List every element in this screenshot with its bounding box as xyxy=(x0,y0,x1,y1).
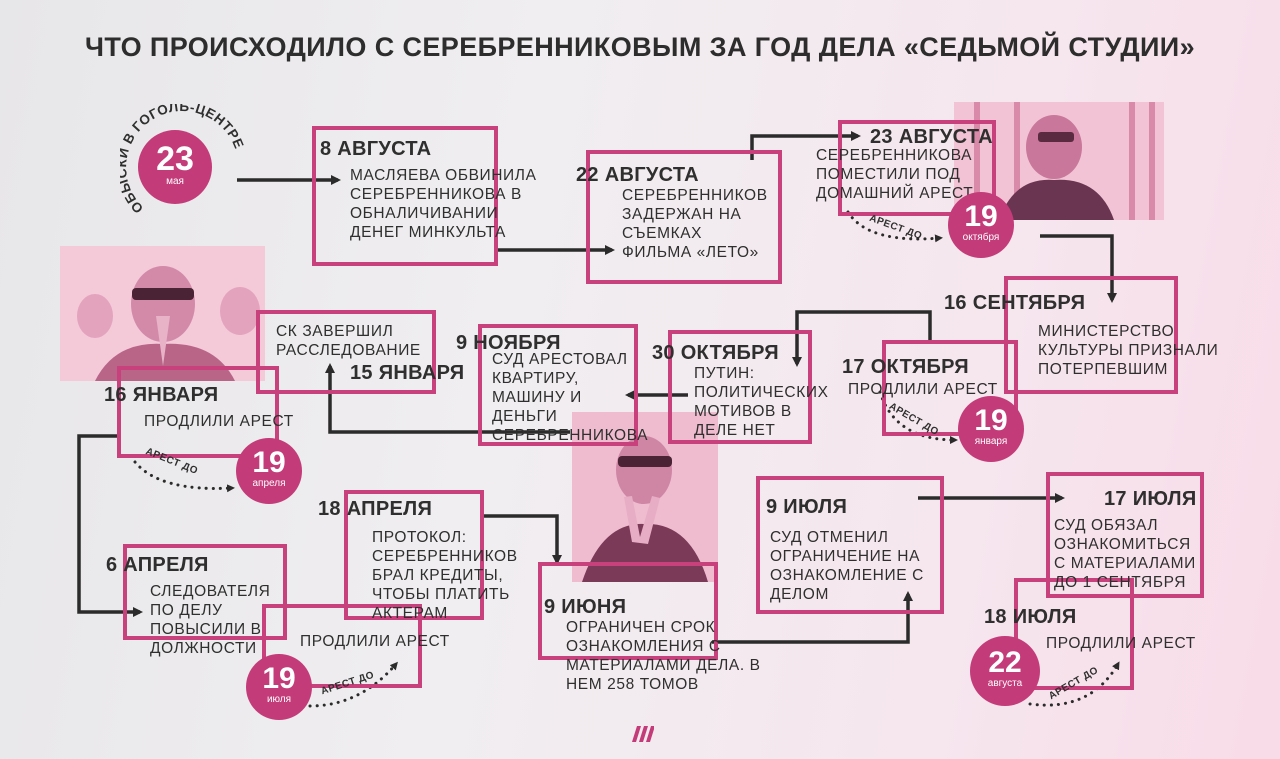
until-circle-jan16: 19 апреля xyxy=(236,438,302,504)
date-sep16: 16 СЕНТЯБРЯ xyxy=(944,292,1086,314)
box-aug22 xyxy=(586,150,782,284)
until-circle-oct17: 19 января xyxy=(958,396,1024,462)
box-jul17 xyxy=(1046,472,1204,598)
tvrain-logo-icon xyxy=(632,726,654,742)
text-apr6b: ПРОДЛИЛИ АРЕСТ xyxy=(300,633,450,650)
text-jan15: СК ЗАВЕРШИЛ РАССЛЕДОВАНИЕ xyxy=(276,323,421,359)
date-oct30: 30 ОКТЯБРЯ xyxy=(652,342,779,364)
date-jul9: 9 ИЮЛЯ xyxy=(766,496,848,518)
date-apr18: 18 АПРЕЛЯ xyxy=(318,498,433,520)
infographic-title: ЧТО ПРОИСХОДИЛО С СЕРЕБРЕННИКОВЫМ ЗА ГОД… xyxy=(85,32,1195,62)
text-sep16: МИНИСТЕРСТВО КУЛЬТУРЫ ПРИЗНАЛИ ПОТЕРПЕВШ… xyxy=(1038,323,1219,378)
text-jan16: ПРОДЛИЛИ АРЕСТ xyxy=(144,413,294,430)
text-apr18: ПРОТОКОЛ: СЕРЕБРЕННИКОВ БРАЛ КРЕДИТЫ, ЧТ… xyxy=(372,529,518,622)
date-jul17: 17 ИЮЛЯ xyxy=(1104,488,1197,510)
text-aug22: СЕРЕБРЕННИКОВ ЗАДЕРЖАН НА СЪЕМКАХ ФИЛЬМА… xyxy=(622,187,768,261)
text-apr6: СЛЕДОВАТЕЛЯ ПО ДЕЛУ ПОВЫСИЛИ В ДОЛЖНОСТИ xyxy=(150,583,271,657)
text-aug8: МАСЛЯЕВА ОБВИНИЛА СЕРЕБРЕННИКОВА В ОБНАЛ… xyxy=(350,167,537,241)
date-aug22: 22 АВГУСТА xyxy=(576,164,699,186)
date-oct17: 17 ОКТЯБРЯ xyxy=(842,356,969,378)
box-jan16 xyxy=(117,366,279,458)
text-aug23: СЕРЕБРЕННИКОВА ПОМЕСТИЛИ ПОД ДОМАШНИЙ АР… xyxy=(816,147,974,202)
arrest-until-aug23: АРЕСТ ДО xyxy=(867,212,924,243)
date-aug8: 8 АВГУСТА xyxy=(320,138,432,160)
box-aug8 xyxy=(312,126,498,266)
until-circle-apr6b: 19 июля xyxy=(246,654,312,720)
date-jan15: 15 ЯНВАРЯ xyxy=(350,362,465,384)
start-date-circle: 23 мая xyxy=(138,130,212,204)
date-aug23: 23 АВГУСТА xyxy=(870,126,993,148)
photo-praying xyxy=(60,246,265,381)
text-jul18: ПРОДЛИЛИ АРЕСТ xyxy=(1046,635,1196,652)
date-nov9: 9 НОЯБРЯ xyxy=(456,332,561,354)
date-jul18: 18 ИЮЛЯ xyxy=(984,606,1077,628)
box-oct30 xyxy=(668,330,812,444)
date-jan16: 16 ЯНВАРЯ xyxy=(104,384,219,406)
until-circle-aug23: 19 октября xyxy=(948,192,1014,258)
date-apr6: 6 АПРЕЛЯ xyxy=(106,554,209,576)
text-jul9: СУД ОТМЕНИЛ ОГРАНИЧЕНИЕ НА ОЗНАКОМЛЕНИЕ … xyxy=(770,529,924,603)
text-jun9: ОГРАНИЧЕН СРОК ОЗНАКОМЛЕНИЯ С МАТЕРИАЛАМ… xyxy=(566,619,761,693)
until-circle-jul18: 22 августа xyxy=(970,636,1040,706)
box-apr18 xyxy=(344,490,484,620)
date-jun9: 9 ИЮНЯ xyxy=(544,596,627,618)
text-jul17: СУД ОБЯЗАЛ ОЗНАКОМИТЬСЯ С МАТЕРИАЛАМИ ДО… xyxy=(1054,517,1196,591)
text-oct30: ПУТИН: ПОЛИТИЧЕСКИХ МОТИВОВ В ДЕЛЕ НЕТ xyxy=(694,365,829,439)
text-nov9: СУД АРЕСТОВАЛ КВАРТИРУ, МАШИНУ И ДЕНЬГИ … xyxy=(492,351,649,444)
